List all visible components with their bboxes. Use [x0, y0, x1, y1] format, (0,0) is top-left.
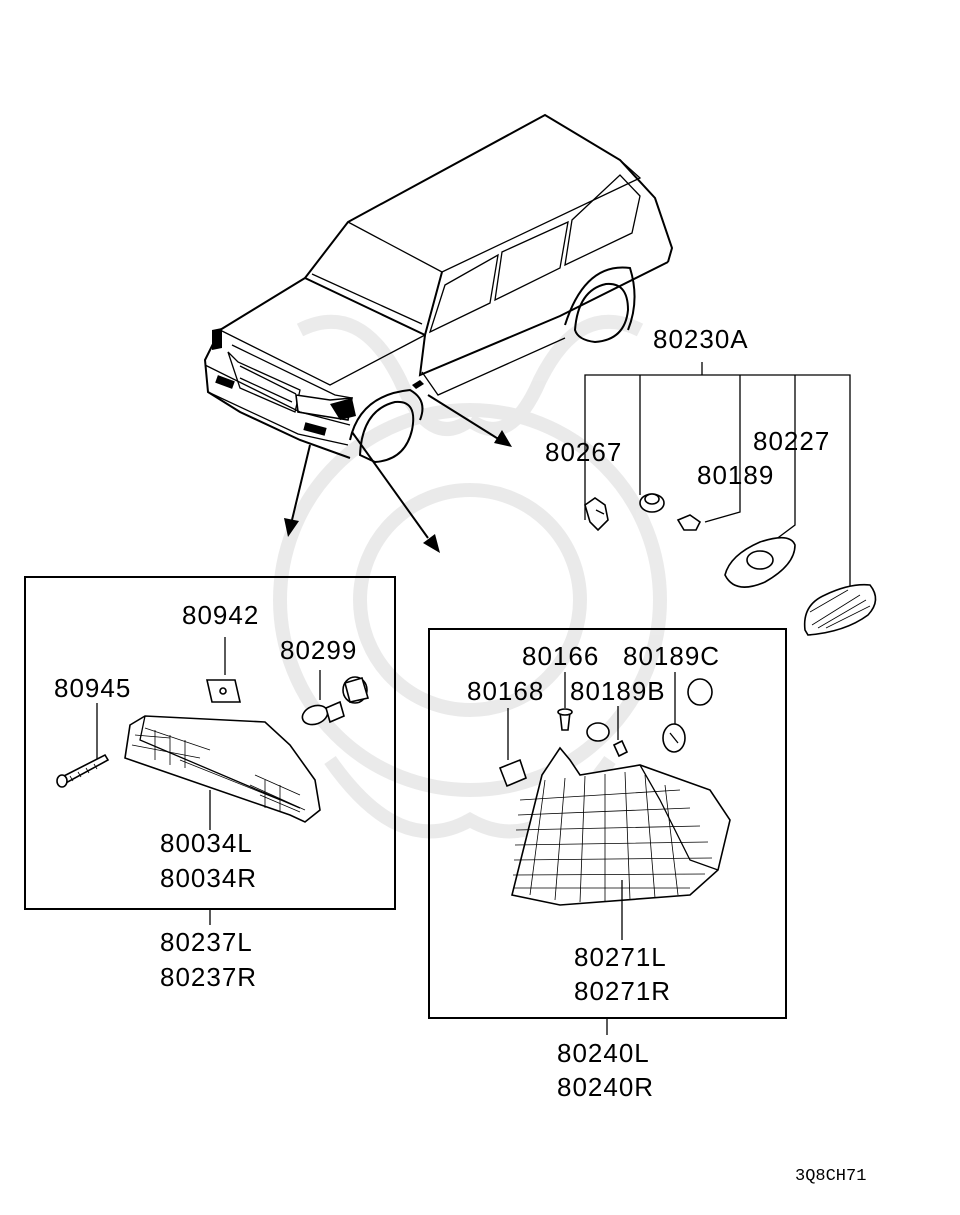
vehicle-illustration	[203, 113, 674, 464]
callout-80271L: 80271L	[574, 942, 667, 972]
bulb-part-80189	[676, 514, 702, 531]
screw-part-80166	[557, 672, 573, 731]
pointer-arrows	[284, 394, 512, 553]
callout-80237R: 80237R	[160, 962, 257, 992]
callout-80271R: 80271R	[574, 976, 671, 1006]
callout-80168: 80168	[467, 676, 544, 706]
callout-80189B: 80189B	[570, 676, 666, 706]
callout-80237L: 80237L	[160, 927, 253, 957]
screw-part-80945	[56, 703, 110, 788]
clip-part-80168	[498, 708, 527, 788]
callout-80945: 80945	[54, 673, 131, 703]
callout-80034R: 80034R	[160, 863, 257, 893]
callout-80166: 80166	[522, 641, 599, 671]
corner-lamp-box	[428, 628, 787, 1035]
socket-part-80189B	[586, 706, 629, 758]
front-turn-lamp-80034	[124, 715, 321, 830]
callout-80240R: 80240R	[557, 1072, 654, 1102]
gasket-part-80227	[724, 536, 796, 588]
callout-80299: 80299	[280, 635, 357, 665]
callout-80034L: 80034L	[160, 828, 253, 858]
callout-80267: 80267	[545, 437, 622, 467]
bulb-part-80189C	[662, 672, 713, 753]
clip-part-80267	[584, 497, 609, 532]
bulb-part-80299	[301, 670, 370, 726]
callout-80240L: 80240L	[557, 1038, 650, 1068]
callout-80189C: 80189C	[623, 641, 720, 671]
socket-part	[639, 493, 665, 513]
callout-80942: 80942	[182, 600, 259, 630]
clip-part-80942	[205, 637, 242, 703]
corner-lamp-80271	[511, 746, 731, 940]
callout-80189: 80189	[697, 460, 774, 490]
callout-80230A: 80230A	[653, 324, 749, 354]
side-marker-assembly	[584, 362, 877, 636]
front-turn-signal-box	[24, 576, 396, 925]
callout-80227: 80227	[753, 426, 830, 456]
side-marker-lens	[803, 583, 877, 636]
drawing-code: 3Q8CH71	[795, 1167, 866, 1186]
